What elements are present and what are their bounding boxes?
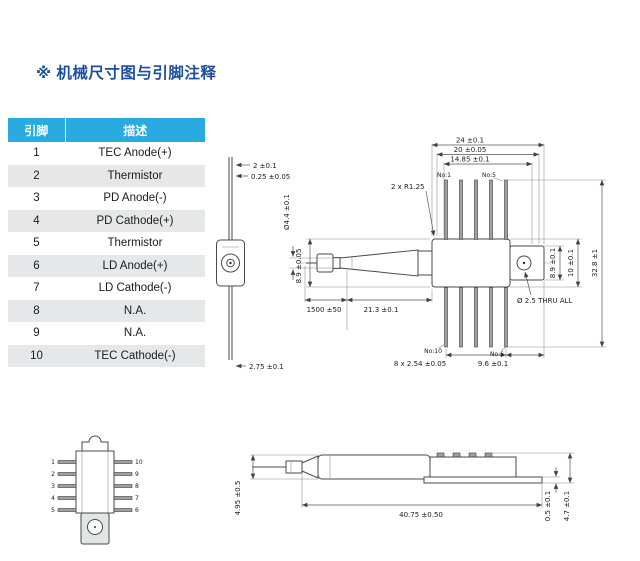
dim-fiber-core: 0.25 ±0.05	[251, 173, 290, 181]
label-pin-1: No:1	[437, 172, 451, 179]
right-pins	[113, 460, 133, 512]
pin-num-5: 5	[51, 507, 55, 514]
pin-num-8: 8	[135, 483, 139, 490]
pin-desc: LD Anode(+)	[65, 254, 205, 277]
dim-hole-callout: Ø 2.5 THRU ALL	[517, 297, 573, 305]
pin-number: 4	[8, 209, 65, 232]
dim-snout-length: 21.3 ±0.1	[364, 306, 399, 314]
pin-desc: PD Cathode(+)	[65, 209, 205, 232]
dim-body-half-height: 8.9 ±0.05	[295, 249, 303, 284]
dim-pin-row: 9.6 ±0.1	[478, 360, 508, 368]
pin-number: 2	[8, 164, 65, 187]
bottom-view-body	[75, 450, 115, 514]
bottom-view: 1 2 3 4 5 10 9 8 7 6	[51, 435, 143, 545]
pin-col-header: 引脚	[8, 118, 66, 142]
dim-profile-length: 40.75 ±0.50	[399, 511, 443, 519]
dim-profile-height: 4.95 ±0.5	[234, 481, 242, 516]
pin-number: 3	[33, 192, 40, 205]
table-row: 1 TEC Anode(+)	[8, 142, 205, 165]
dim-snout-diameter: Ø4.4 ±0.1	[283, 194, 291, 230]
top-pin-row	[444, 179, 508, 240]
table-row: 5 Thermistor	[8, 232, 205, 255]
pin-num-4: 4	[51, 495, 55, 502]
dim-total-height: 32.8 ±1	[591, 249, 599, 277]
label-pin-5: No:5	[482, 172, 496, 179]
pin-table-header: 引脚 描述	[8, 118, 205, 142]
pin-number: 9	[33, 327, 40, 340]
ferrule	[285, 460, 303, 474]
table-row: 9 N.A.	[8, 322, 205, 345]
base-plate	[423, 476, 543, 484]
profile-pins	[436, 452, 493, 458]
dim-pin-pitch: 8 x 2.54 ±0.05	[394, 360, 446, 368]
dim-pin-width: 2.75 ±0.1	[249, 363, 284, 371]
pin-num-7: 7	[135, 495, 139, 502]
pin-num-9: 9	[135, 471, 139, 478]
label-pin-6: No:6	[490, 351, 504, 358]
neck	[417, 250, 433, 276]
page-title: ※ 机械尺寸图与引脚注释	[36, 65, 217, 82]
pin-desc: Thermistor	[65, 164, 205, 187]
snout-tube	[317, 454, 431, 480]
table-row: 3 PD Anode(-)	[8, 187, 205, 210]
snout	[339, 249, 419, 277]
pin-num-2: 2	[51, 471, 55, 478]
pin-desc: PD Anode(-)	[103, 192, 167, 205]
dim-corner-radius: 2 x R1.25	[391, 183, 425, 191]
pin-number: 6	[8, 254, 65, 277]
dim-base-thickness: 0.5 ±0.1	[544, 491, 552, 521]
left-pins	[57, 460, 77, 512]
pin-number: 5	[33, 237, 40, 250]
pin-desc: TEC Cathode(-)	[65, 344, 205, 367]
dim-body-height: 10 ±0.1	[567, 249, 575, 277]
pin-desc: N.A.	[65, 299, 205, 322]
bottom-pin-row	[444, 287, 508, 348]
dim-flange-height: 8.9 ±0.1	[549, 248, 557, 278]
pin-desc: TEC Anode(+)	[98, 147, 172, 160]
fiber-boot	[316, 253, 334, 273]
side-section-view: 2 ±0.1 0.25 ±0.05 2.75 ±0.1	[216, 157, 290, 371]
package-body	[431, 238, 511, 288]
pin-desc: LD Cathode(-)	[98, 282, 172, 295]
pin-num-1: 1	[51, 459, 55, 466]
dim-fiber-od: 2 ±0.1	[253, 162, 277, 170]
desc-col-header: 描述	[65, 118, 205, 142]
label-pin-10: No:10	[424, 348, 442, 355]
dim-outer-width: 24 ±0.1	[456, 137, 484, 145]
pin-desc: N.A.	[123, 327, 147, 340]
pin-desc: Thermistor	[107, 237, 163, 250]
pin-number: 8	[8, 299, 65, 322]
dim-total-thickness: 4.7 ±0.1	[563, 491, 571, 521]
pin-num-6: 6	[135, 507, 139, 514]
pin-number: 7	[33, 282, 40, 295]
profile-body	[429, 456, 517, 478]
table-row: 7 LD Cathode(-)	[8, 277, 205, 300]
pin-number: 10	[8, 344, 65, 367]
pin-number: 1	[33, 147, 40, 160]
side-profile-view: 4.95 ±0.5 40.75 ±0.50 0.5 ±0.1 4.7 ±0.1	[234, 452, 574, 521]
dim-fiber-length: 1500 ±50	[307, 306, 342, 314]
pin-num-3: 3	[51, 483, 55, 490]
dim-mid-width: 20 ±0.05	[454, 146, 487, 154]
pin-num-10: 10	[135, 459, 143, 466]
top-cap	[81, 435, 109, 452]
dim-inner-width: 14.85 ±0.1	[450, 156, 489, 164]
top-view: 24 ±0.1 20 ±0.05 14.85 ±0.1 2 x R1.25 No…	[283, 137, 606, 368]
